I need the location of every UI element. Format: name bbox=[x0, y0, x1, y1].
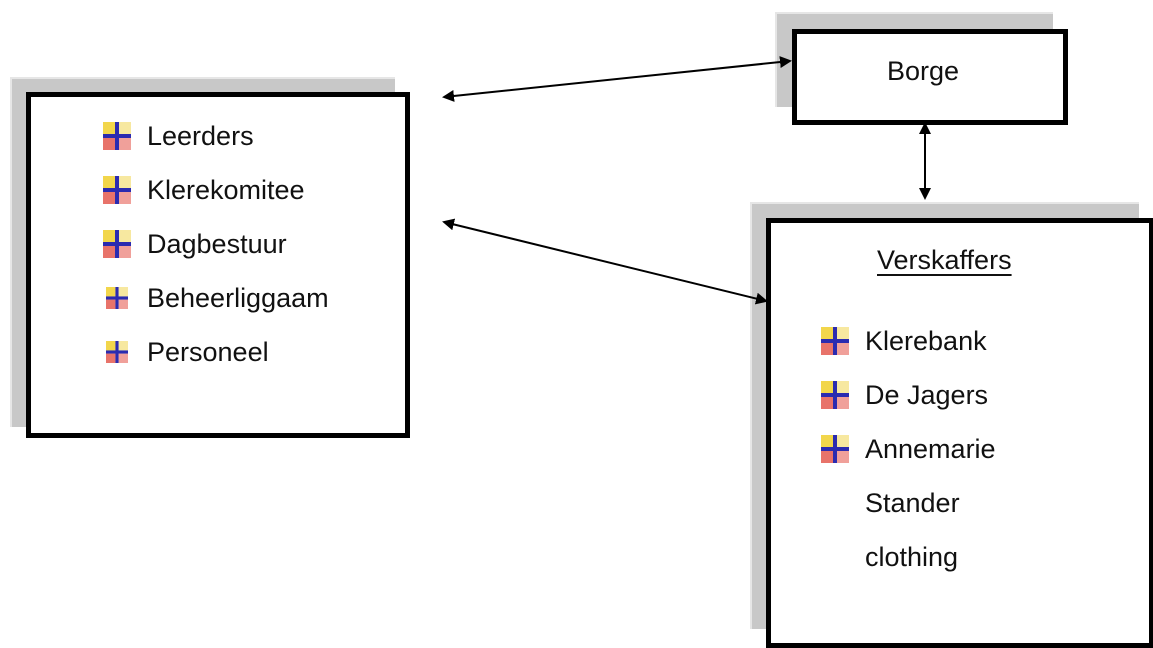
list-item: Annemarie bbox=[821, 422, 996, 476]
quarter-split-plus-icon bbox=[821, 381, 849, 409]
list-item-label: Leerders bbox=[147, 121, 254, 151]
list-item: De Jagers bbox=[821, 368, 996, 422]
quarter-split-plus-icon bbox=[103, 230, 131, 258]
arrow-stakeholders-borge bbox=[442, 56, 792, 102]
list-item: Klerekomitee bbox=[103, 163, 329, 217]
list-item-label: Klerekomitee bbox=[147, 175, 305, 205]
list-item: Dagbestuur bbox=[103, 217, 329, 271]
list-item: Beheerliggaam bbox=[103, 271, 329, 325]
list-item-continuation: Stander bbox=[821, 476, 996, 530]
quarter-split-plus-icon bbox=[106, 341, 128, 363]
quarter-split-plus-icon bbox=[821, 435, 849, 463]
list-item-label: Klerebank bbox=[865, 326, 987, 356]
list-item-label: Stander bbox=[865, 488, 960, 518]
verskaffers-title: Verskaffers bbox=[877, 245, 1012, 275]
list-item-label: Annemarie bbox=[865, 434, 996, 464]
quarter-split-plus-icon bbox=[821, 327, 849, 355]
borge-box: Borge bbox=[792, 29, 1068, 125]
list-item-label: Personeel bbox=[147, 337, 269, 367]
list-item-label: De Jagers bbox=[865, 380, 989, 410]
list-item: Leerders bbox=[103, 109, 329, 163]
borge-title: Borge bbox=[887, 56, 960, 86]
verskaffers-list: Klerebank De Jagers Annemarie Stander cl… bbox=[821, 314, 996, 584]
stakeholders-box: Leerders Klerekomitee Dagbestuur bbox=[26, 92, 410, 438]
quarter-split-plus-icon bbox=[106, 287, 128, 309]
list-item: Klerebank bbox=[821, 314, 996, 368]
arrow-stakeholders-verskaffers bbox=[442, 218, 768, 305]
list-item-label: Dagbestuur bbox=[147, 229, 287, 259]
quarter-split-plus-icon bbox=[103, 122, 131, 150]
list-item: Personeel bbox=[103, 325, 329, 379]
quarter-split-plus-icon bbox=[103, 176, 131, 204]
list-item-continuation: clothing bbox=[821, 530, 996, 584]
list-item-label: clothing bbox=[865, 542, 959, 572]
list-item-label: Beheerliggaam bbox=[147, 283, 329, 313]
verskaffers-box: Verskaffers Klerebank De Jagers bbox=[766, 218, 1153, 648]
stakeholders-list: Leerders Klerekomitee Dagbestuur bbox=[103, 109, 329, 379]
